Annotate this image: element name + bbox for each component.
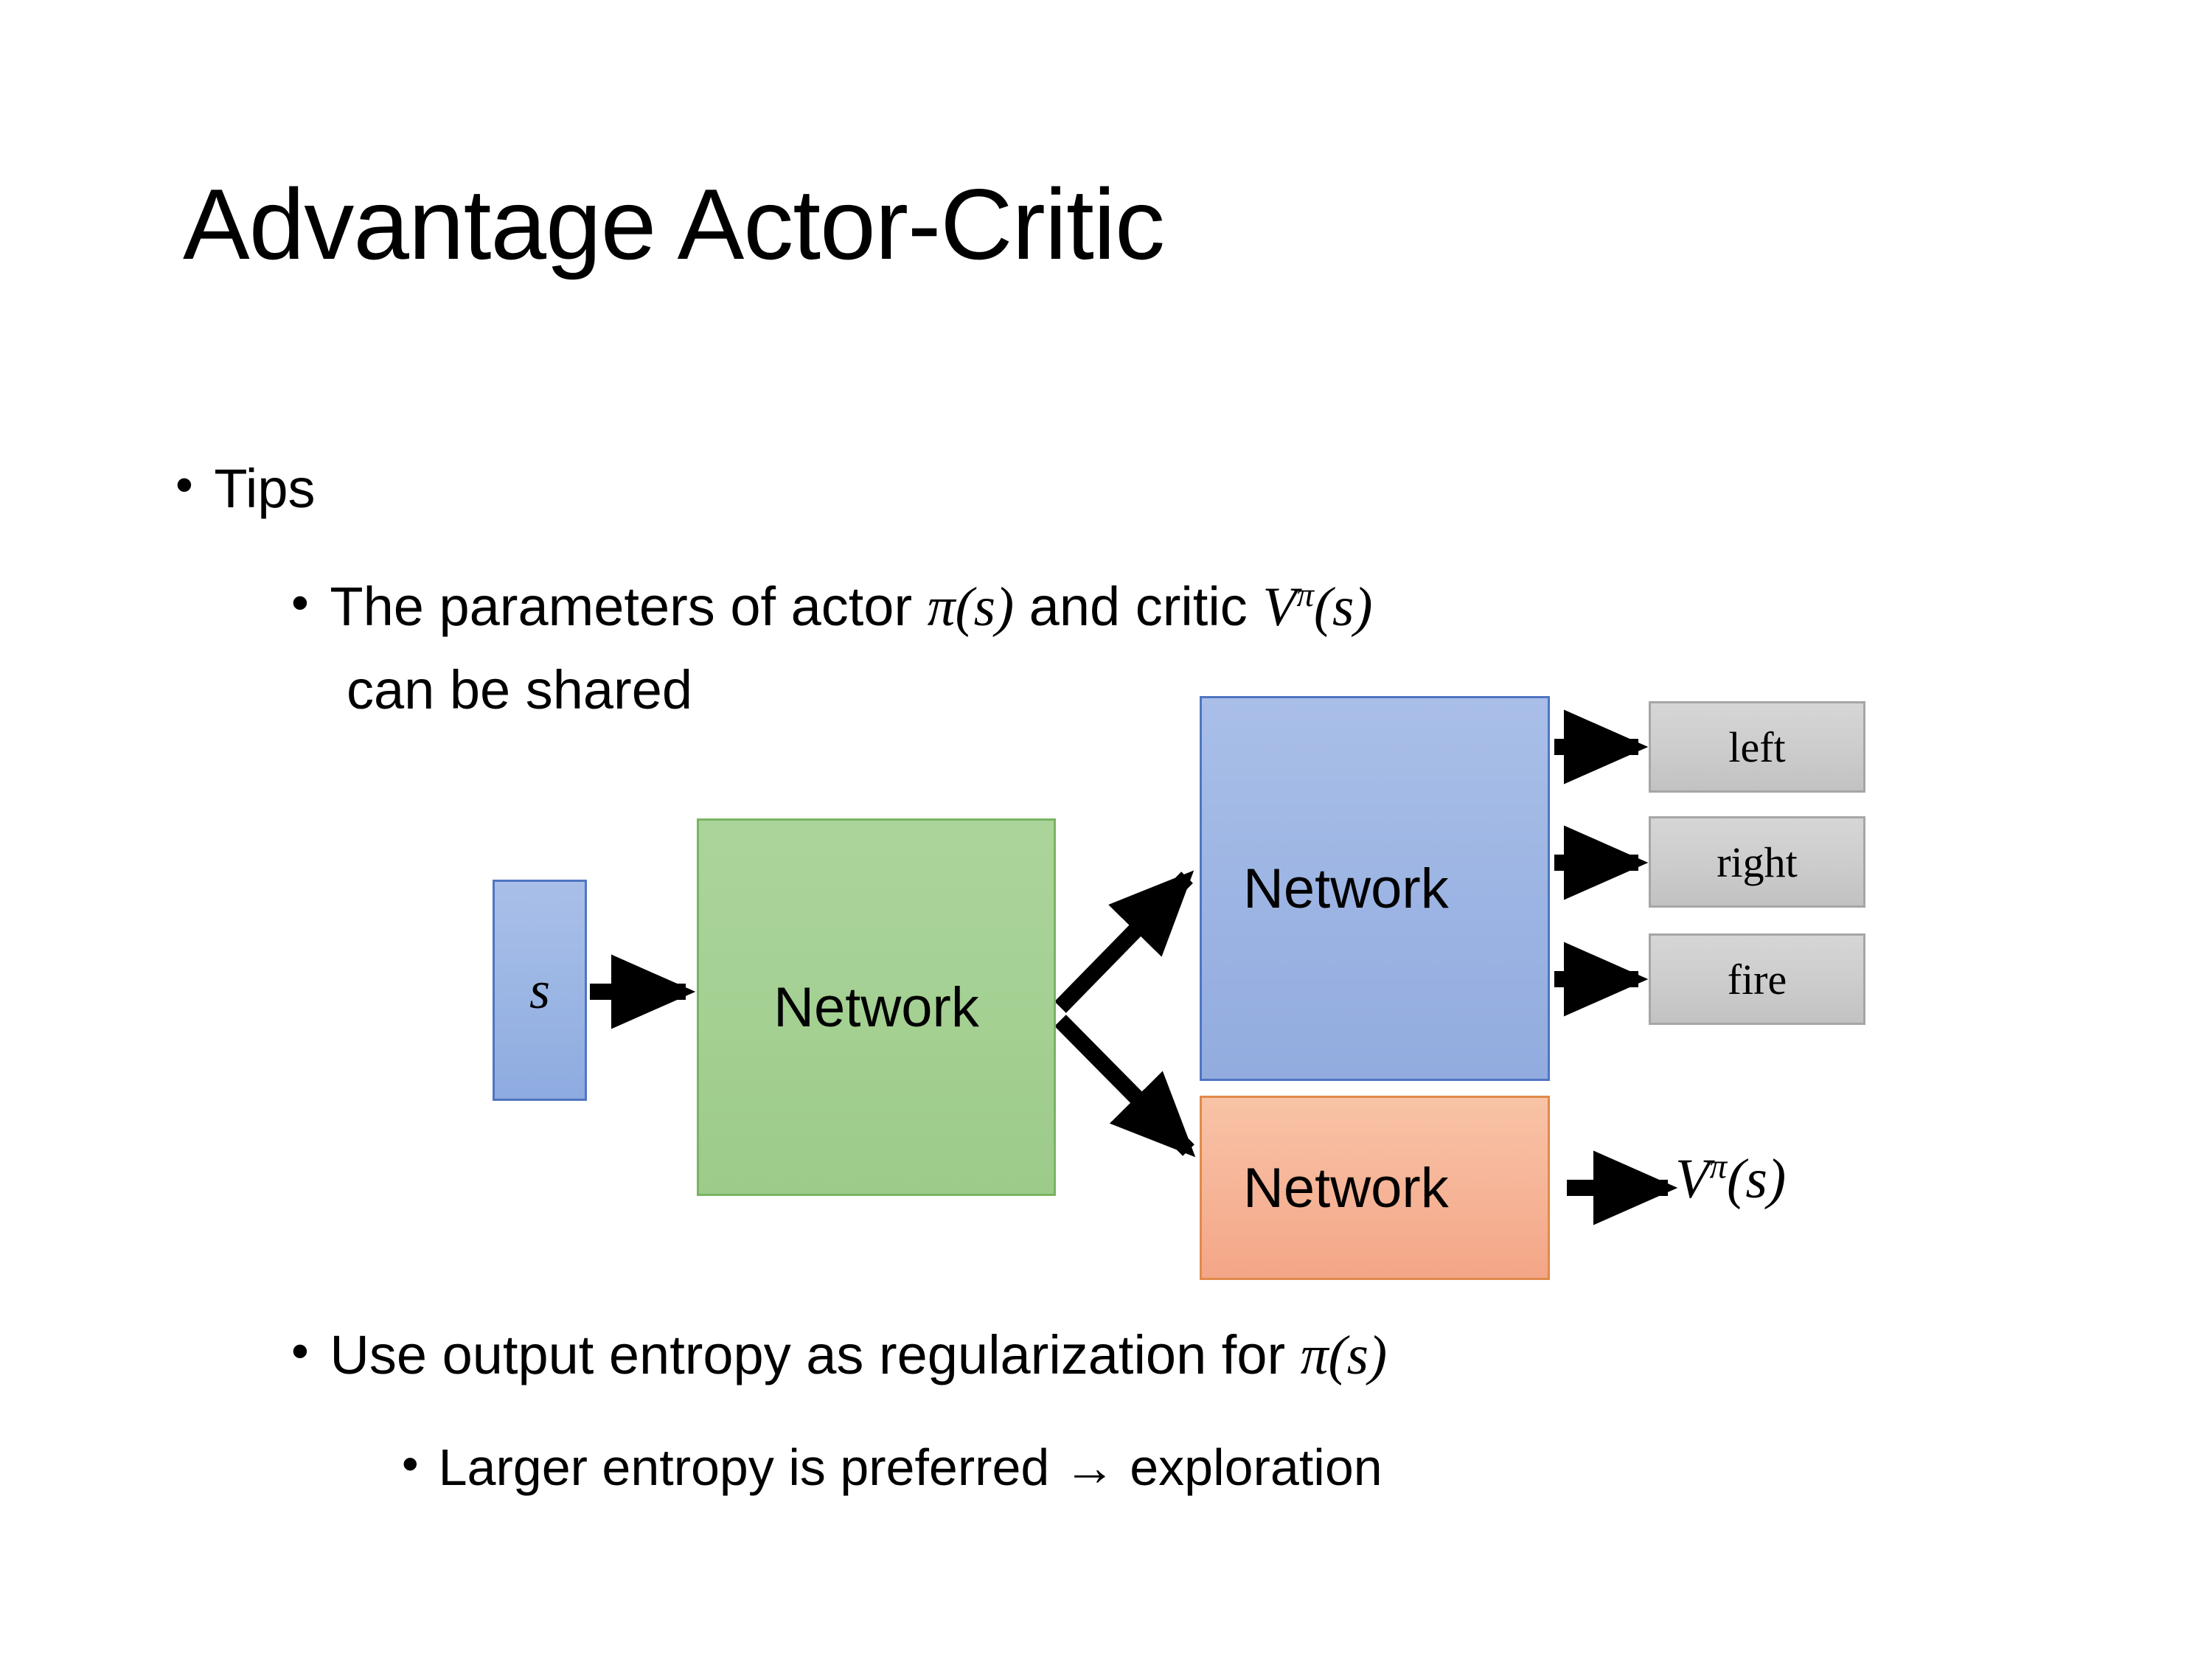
bullet-larger-entropy-label: Larger entropy is preferred → exploratio…: [438, 1439, 1382, 1496]
bullet-larger-entropy: • Larger entropy is preferred → explorat…: [402, 1438, 1382, 1498]
actor-network-box[interactable]: Network: [1200, 696, 1550, 1081]
action-box-fire[interactable]: fire: [1649, 933, 1865, 1025]
math-critic-v: Vπ(s): [1262, 577, 1372, 638]
arrow-shared-to-actor: [1054, 870, 1194, 1013]
bullet-parameters-shared: • The parameters of actor π(s) and criti…: [291, 575, 1373, 640]
state-input-box[interactable]: s: [493, 880, 587, 1101]
bullet-marker-icon: •: [175, 456, 193, 513]
math-entropy-pi-s: π(s): [1300, 1325, 1388, 1386]
parameters-prefix-text: The parameters of actor: [330, 576, 928, 637]
action-label-right: right: [1717, 838, 1798, 886]
bullet-marker-icon: •: [402, 1437, 419, 1491]
math-critic-v-superscript: π: [1296, 575, 1314, 614]
math-critic-v-base: V: [1262, 577, 1297, 638]
parameters-middle-text: and critic: [1014, 576, 1263, 637]
critic-network-box[interactable]: Network: [1200, 1096, 1550, 1280]
bullet-entropy-text: Use output entropy as regularization for…: [330, 1324, 1387, 1388]
math-critic-v-arg: (s): [1313, 577, 1373, 638]
actor-network-label: Network: [1243, 857, 1449, 920]
bullet-marker-icon: •: [291, 1323, 309, 1380]
page-title: Advantage Actor-Critic: [183, 168, 1165, 280]
entropy-prefix-text: Use output entropy as regularization for: [330, 1324, 1301, 1385]
critic-output-superscript: π: [1709, 1147, 1728, 1186]
state-input-label: s: [529, 960, 551, 1020]
critic-output-base: V: [1675, 1148, 1710, 1210]
critic-network-label: Network: [1243, 1156, 1449, 1220]
action-label-fire: fire: [1727, 955, 1787, 1004]
bullet-parameters-line2: can be shared: [347, 659, 693, 720]
action-box-right[interactable]: right: [1649, 816, 1865, 908]
bullet-tips-label: Tips: [214, 458, 316, 519]
shared-network-box[interactable]: Network: [697, 818, 1056, 1196]
shared-network-label: Network: [773, 975, 979, 1039]
action-label-left: left: [1728, 723, 1786, 771]
math-actor-pi-s: π(s): [927, 577, 1015, 638]
critic-output-value-label: Vπ(s): [1675, 1147, 1786, 1211]
action-box-left[interactable]: left: [1649, 701, 1865, 793]
critic-output-argument: (s): [1727, 1148, 1787, 1210]
bullet-entropy-regularization: • Use output entropy as regularization f…: [291, 1324, 1387, 1388]
bullet-parameters-line1: The parameters of actor π(s) and critic …: [330, 575, 1372, 640]
bullet-marker-icon: •: [291, 574, 309, 631]
bullet-tips: • Tips: [175, 457, 315, 521]
arrow-shared-to-critic: [1054, 1015, 1196, 1158]
